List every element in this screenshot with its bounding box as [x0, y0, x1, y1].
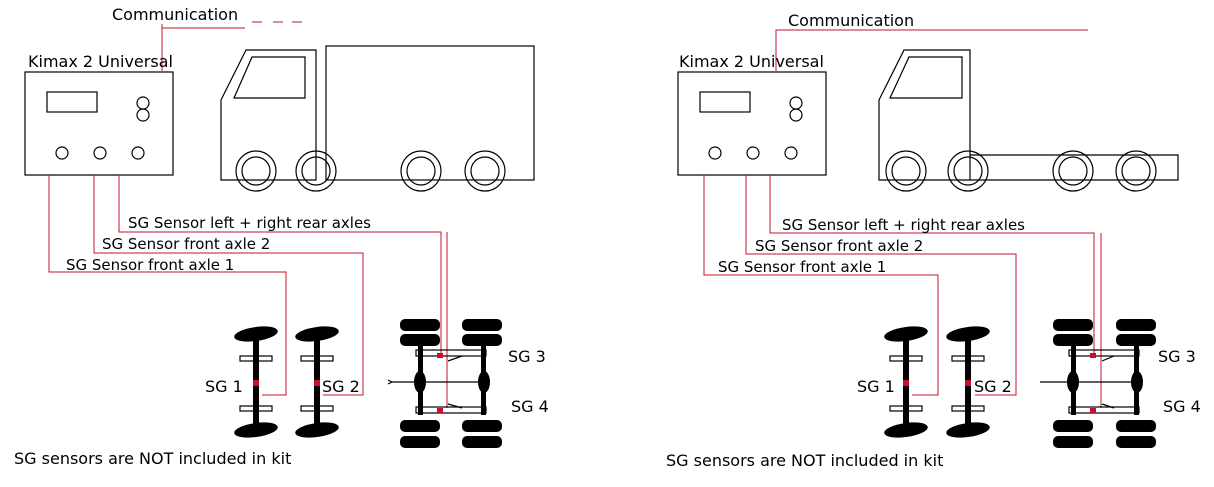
- sensor-rear-label: SG Sensor left + right rear axles: [782, 216, 1025, 234]
- sg4-label: SG 4: [511, 397, 549, 416]
- front-axle-2: [946, 326, 990, 438]
- device-display: [46, 91, 98, 113]
- sg2-label: SG 2: [974, 377, 1012, 396]
- truck-box-icon: [220, 45, 535, 192]
- sensor-front2-label: SG Sensor front axle 2: [755, 237, 923, 255]
- wire-rear-axles: [769, 175, 1095, 356]
- kimax-device-box: [24, 71, 174, 176]
- front-axle-1: [884, 326, 928, 438]
- sensor-rear-label: SG Sensor left + right rear axles: [128, 214, 371, 232]
- wire-front-axle-2: [93, 175, 364, 396]
- wire-rear-axles: [118, 175, 442, 356]
- sg3-label: SG 3: [508, 347, 546, 366]
- sensor-front1-label: SG Sensor front axle 1: [718, 258, 886, 276]
- device-port-3: [784, 146, 798, 160]
- device-title: Kimax 2 Universal: [679, 52, 824, 71]
- communication-wire: [161, 24, 245, 29]
- wire-front-axle-1: [703, 175, 939, 396]
- diagram-left: Communication Kimax 2 Universal SG Sens: [14, 5, 549, 468]
- wire-front-axle-1: [48, 175, 287, 396]
- communication-wire: [775, 29, 1088, 71]
- front-axle-2: [295, 326, 339, 438]
- rear-axles: [387, 319, 502, 448]
- sg1-label: SG 1: [205, 377, 243, 396]
- kit-note: SG sensors are NOT included in kit: [14, 449, 291, 468]
- device-title: Kimax 2 Universal: [28, 52, 173, 71]
- device-knob-bottom: [789, 108, 803, 122]
- front-axle-1: [234, 326, 278, 438]
- device-port-1: [708, 146, 722, 160]
- sg1-label: SG 1: [857, 377, 895, 396]
- device-knob-top: [136, 96, 150, 110]
- truck-chassis-icon: [878, 49, 1179, 192]
- sensor-front1-label: SG Sensor front axle 1: [66, 256, 234, 274]
- kit-note: SG sensors are NOT included in kit: [666, 451, 943, 470]
- device-display: [699, 91, 751, 113]
- device-knob-top: [789, 96, 803, 110]
- kimax-device-box: [677, 71, 827, 176]
- sg3-label: SG 3: [1158, 347, 1196, 366]
- communication-label: Communication: [788, 11, 914, 30]
- communication-label: Communication: [112, 5, 238, 24]
- device-port-3: [131, 146, 145, 160]
- device-knob-bottom: [136, 108, 150, 122]
- rear-axles: [1040, 319, 1156, 448]
- device-port-2: [93, 146, 107, 160]
- sg2-label: SG 2: [322, 377, 360, 396]
- device-port-1: [55, 146, 69, 160]
- wire-front-axle-2: [745, 175, 1017, 396]
- sensor-front2-label: SG Sensor front axle 2: [102, 235, 270, 253]
- device-port-2: [746, 146, 760, 160]
- sg4-label: SG 4: [1163, 397, 1201, 416]
- diagram-right: Communication Kimax 2 Universal SG Senso…: [666, 11, 1201, 470]
